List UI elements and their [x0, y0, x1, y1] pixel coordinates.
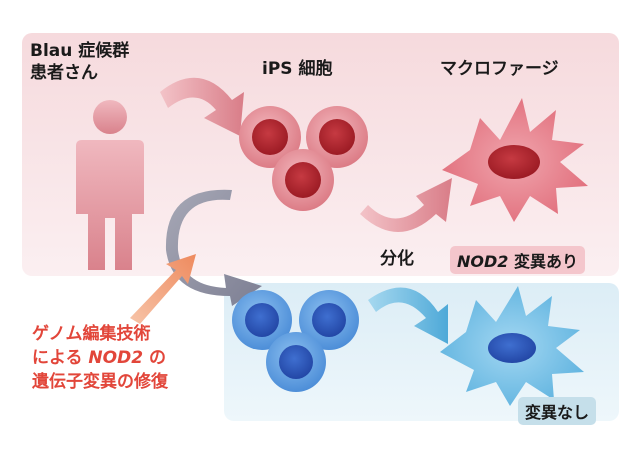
genome-editing-line3: 遺伝子変異の修復	[32, 372, 168, 392]
patient-label-line2: 患者さん	[30, 63, 98, 83]
macrophage-label: マクロファージ	[440, 59, 559, 79]
differentiation-label: 分化	[380, 249, 414, 269]
genome-editing-line1: ゲノム編集技術	[32, 324, 151, 344]
editing-pointer-arrow-icon	[130, 254, 196, 324]
genome-editing-arrow-icon	[165, 189, 262, 306]
patient-label: Blau 症候群 患者さん	[30, 40, 129, 84]
patient-label-line1: Blau 症候群	[30, 41, 130, 61]
differentiation-arrow-red-icon	[360, 178, 452, 232]
patient-figure-icon	[76, 100, 144, 270]
ips-cell-label: iPS 細胞	[262, 59, 333, 79]
mutated-suffix: 変異あり	[508, 252, 578, 271]
mutated-macrophage-icon	[442, 98, 588, 222]
differentiation-arrow-blue-icon	[368, 287, 448, 344]
reprogramming-arrow-icon	[160, 77, 244, 136]
mutation-present-badge: NOD2 変異あり	[450, 246, 585, 274]
mutated-gene-name: NOD2	[457, 252, 509, 271]
mutated-ips-cells-icon	[239, 106, 368, 211]
genome-editing-gene: NOD2	[88, 348, 144, 368]
genome-editing-line2-suffix: の	[143, 348, 166, 368]
genome-editing-line2-prefix: による	[32, 348, 89, 368]
genome-editing-line2: による NOD2 の	[32, 346, 168, 370]
mutation-absent-badge: 変異なし	[518, 397, 597, 425]
genome-editing-caption: ゲノム編集技術 による NOD2 の 遺伝子変異の修復	[32, 322, 168, 394]
corrected-ips-cells-icon	[232, 290, 359, 392]
corrected-macrophage-icon	[440, 286, 584, 406]
